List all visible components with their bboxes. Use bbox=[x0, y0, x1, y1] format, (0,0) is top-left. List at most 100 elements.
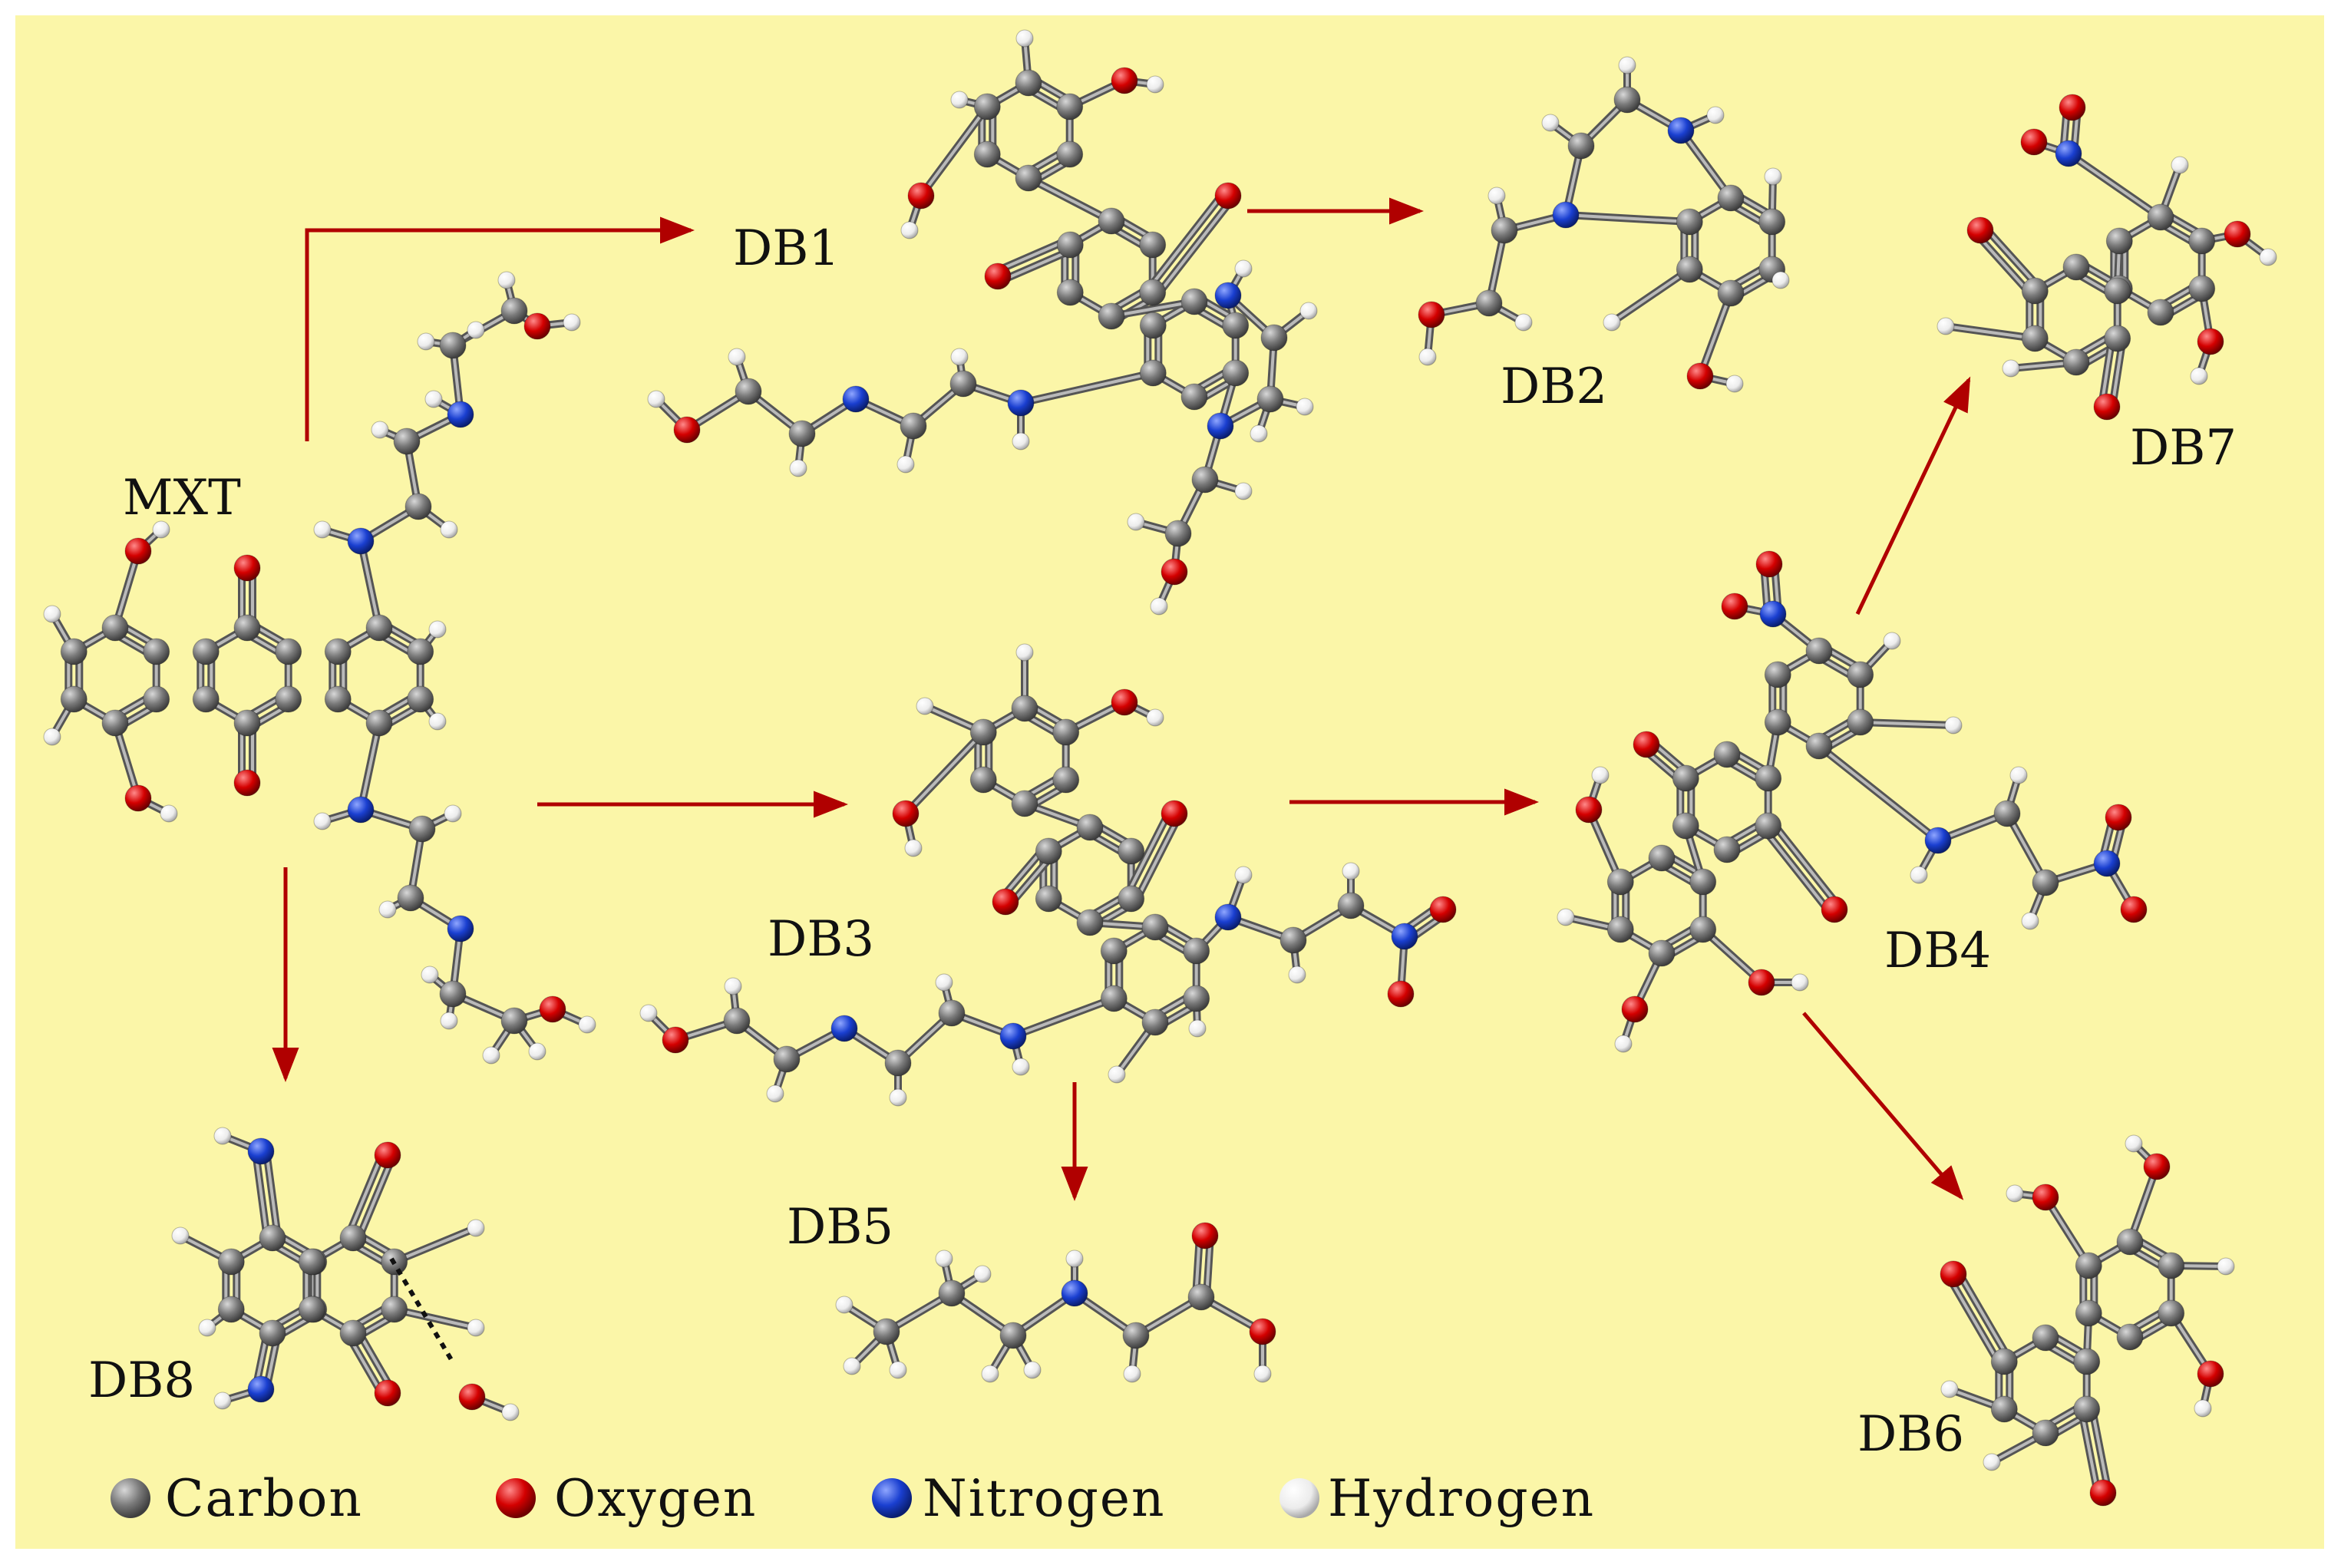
carbon-atom bbox=[381, 1296, 408, 1323]
label-db8: DB8 bbox=[88, 1352, 195, 1409]
carbon-atom bbox=[1613, 86, 1641, 114]
bond-highlight bbox=[114, 550, 140, 629]
hydrogen-atom bbox=[1288, 966, 1306, 984]
carbon-atom bbox=[1052, 766, 1080, 794]
hydrogen-atom bbox=[528, 1042, 546, 1061]
carbon-atom bbox=[259, 1224, 286, 1252]
bond-highlight bbox=[1110, 300, 1196, 318]
bond-highlight bbox=[254, 1150, 269, 1240]
label-db6: DB6 bbox=[1857, 1406, 1964, 1463]
legend-item-carbon: Carbon bbox=[111, 1469, 362, 1528]
carbon-atom bbox=[2073, 1348, 2101, 1375]
bond-highlight bbox=[1771, 820, 1841, 908]
molecule-db6-atoms bbox=[1940, 1134, 2235, 1507]
carbon-atom bbox=[1052, 718, 1080, 746]
hydrogen-atom bbox=[1618, 56, 1636, 74]
carbon-atom bbox=[397, 884, 424, 912]
hydrogen-atom bbox=[1188, 1019, 1207, 1038]
carbon-atom bbox=[884, 1049, 912, 1077]
legend: Carbon Oxygen Nitrogen Hydrogen bbox=[111, 1469, 1593, 1528]
carbon-atom bbox=[1717, 279, 1745, 307]
label-db7: DB7 bbox=[2130, 420, 2237, 477]
carbon-atom bbox=[1098, 302, 1125, 330]
carbon-atom bbox=[1805, 732, 1833, 760]
carbon-atom bbox=[1164, 520, 1192, 547]
hydrogen-atom bbox=[2006, 1184, 2024, 1203]
oxygen-atom bbox=[2020, 128, 2048, 156]
legend-item-hydrogen: Hydrogen bbox=[1279, 1469, 1593, 1528]
hydrogen-atom bbox=[1771, 271, 1790, 289]
hydrogen-atom bbox=[313, 520, 332, 539]
hydrogen-atom bbox=[213, 1391, 232, 1410]
carbon-atom bbox=[723, 1007, 751, 1035]
molecule-db2-bonds bbox=[1424, 61, 1785, 388]
oxygen-atom bbox=[662, 1026, 689, 1054]
hydrogen-atom bbox=[1234, 259, 1253, 278]
carbon-atom bbox=[439, 332, 467, 359]
hydrogen-atom bbox=[973, 1265, 992, 1283]
oxygen-atom bbox=[233, 769, 261, 797]
hydrogen-atom bbox=[444, 804, 462, 823]
hydrogen-atom bbox=[1150, 597, 1168, 616]
carbon-atom bbox=[1717, 184, 1745, 212]
molecule-labels: MXT DB1 DB2 DB3 DB4 DB5 DB6 DB7 DB8 bbox=[88, 220, 2237, 1463]
hydrogen-atom bbox=[1983, 1453, 2001, 1471]
hydrogen-atom bbox=[152, 520, 170, 539]
bond-highlight bbox=[2006, 812, 2047, 884]
hydrogen-atom bbox=[440, 1012, 458, 1030]
molecule-db4-atoms bbox=[1557, 550, 2148, 1053]
bond-highlight bbox=[994, 238, 1070, 273]
hydrogen-atom bbox=[904, 839, 923, 857]
oxygen-atom bbox=[1621, 995, 1649, 1023]
carbon-atom bbox=[1990, 1348, 2018, 1375]
carbon-atom bbox=[1222, 312, 1250, 339]
carbon-atom bbox=[275, 685, 302, 713]
hydrogen-atom bbox=[1023, 1361, 1042, 1379]
hydrogen-atom bbox=[1123, 1365, 1141, 1383]
carbon-atom bbox=[1100, 985, 1128, 1012]
nitrogen-atom bbox=[1061, 1279, 1088, 1307]
carbon-atom bbox=[900, 412, 927, 440]
carbon-atom bbox=[1755, 764, 1782, 792]
carbon-atom bbox=[407, 685, 434, 713]
oxygen-atom bbox=[1966, 216, 1994, 244]
carbon-atom bbox=[1672, 812, 1699, 840]
carbon-atom bbox=[2147, 299, 2174, 326]
hydrogen-atom bbox=[1015, 643, 1034, 662]
molecule-db1-bonds bbox=[652, 35, 1312, 610]
carbon-atom bbox=[1648, 939, 1676, 967]
bond-highlight bbox=[2044, 1196, 2091, 1267]
hydrogen-atom bbox=[1487, 187, 1506, 205]
hydrogen-atom bbox=[724, 977, 742, 995]
hydrogen-atom bbox=[1940, 1380, 1959, 1398]
hydrogen-atom bbox=[1725, 375, 1744, 393]
oxygen-atom bbox=[374, 1141, 401, 1169]
carbon-atom bbox=[1122, 1322, 1150, 1349]
hydrogen-atom bbox=[2021, 912, 2039, 930]
carbon-atom bbox=[404, 493, 432, 520]
carbon-atom bbox=[969, 766, 997, 794]
hydrogen-atom bbox=[789, 459, 807, 477]
hydrogen-atom bbox=[950, 348, 969, 366]
molecule-db5 bbox=[835, 1222, 1276, 1383]
hydrogen-atom bbox=[1937, 317, 1955, 335]
bond-highlight bbox=[1587, 808, 1623, 883]
reaction-arrows bbox=[272, 197, 1971, 1201]
bond-highlight bbox=[1134, 814, 1181, 903]
oxygen-atom bbox=[2120, 896, 2148, 923]
carbon-atom bbox=[339, 1319, 367, 1347]
carbon-atom bbox=[1337, 892, 1365, 919]
oxygen-atom bbox=[1249, 1318, 1276, 1345]
molecule-db4-bonds bbox=[1562, 560, 2138, 1048]
hydrogen-atom bbox=[378, 900, 397, 919]
hydrogen-atom bbox=[428, 712, 447, 731]
carbon-atom bbox=[1847, 661, 1874, 688]
bond-highlight bbox=[1564, 213, 1692, 223]
carbon-atom bbox=[2021, 325, 2049, 352]
bond-highlight bbox=[1012, 997, 1116, 1038]
hydrogen-atom bbox=[43, 728, 61, 746]
hydrogen-atom bbox=[440, 520, 458, 539]
carbon-atom bbox=[1713, 836, 1741, 863]
hydrogen-atom bbox=[889, 1361, 907, 1379]
oxygen-atom bbox=[1429, 896, 1457, 923]
